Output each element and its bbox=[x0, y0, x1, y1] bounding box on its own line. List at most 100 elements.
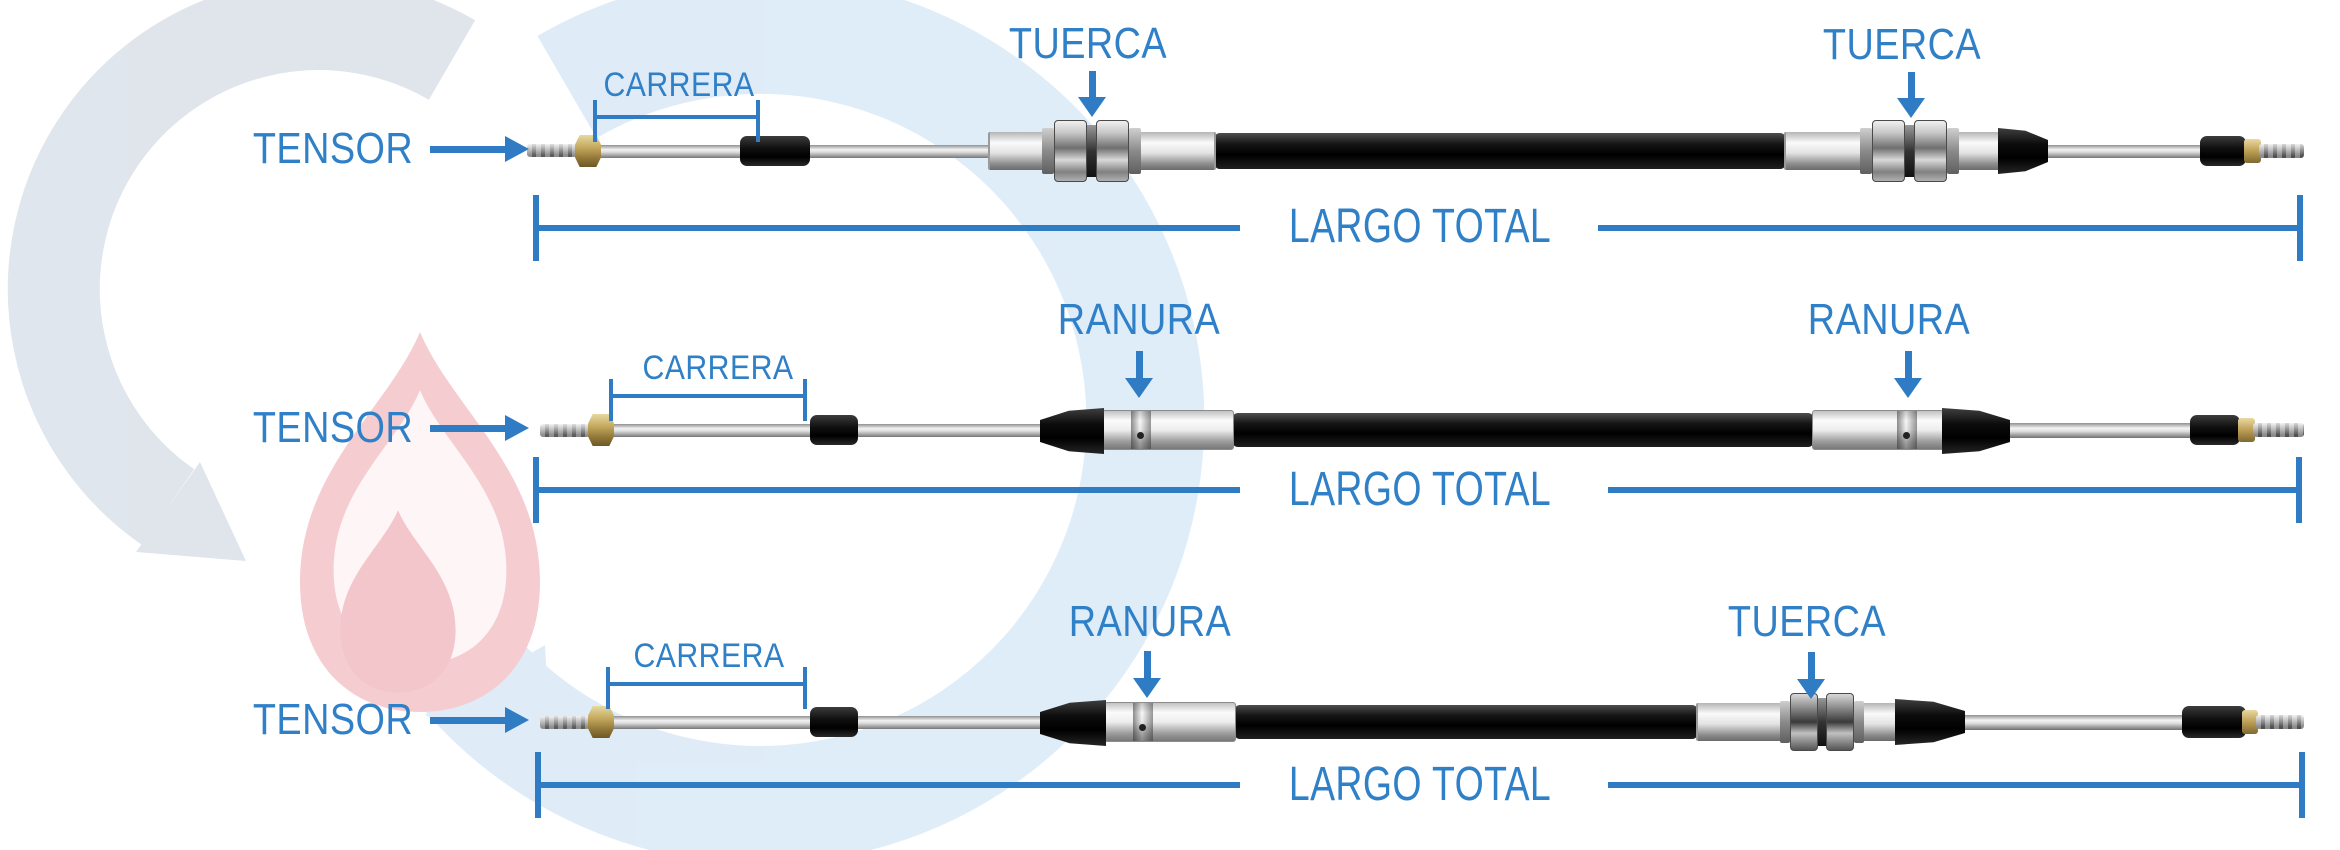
carrera-dimension-line bbox=[611, 394, 807, 398]
down-arrow-icon bbox=[1908, 72, 1915, 100]
watermark-droplet-core bbox=[340, 510, 456, 693]
down-arrow-icon bbox=[1078, 97, 1106, 117]
rubber-grommet bbox=[810, 707, 858, 737]
tuerca-nut-assembly bbox=[1042, 120, 1141, 182]
right-arrow-icon bbox=[505, 136, 529, 162]
tensor-label: TENSOR bbox=[252, 124, 414, 173]
tuerca-label: TUERCA bbox=[1822, 20, 1982, 69]
down-arrow-icon bbox=[1808, 652, 1815, 680]
largo-total-line bbox=[1608, 782, 2299, 788]
hex-nut bbox=[1826, 693, 1854, 751]
largo-total-tick bbox=[2297, 195, 2303, 261]
tuerca-nut-assembly bbox=[1780, 693, 1864, 751]
brass-washer bbox=[2238, 418, 2255, 442]
cable-black-sheath bbox=[1214, 133, 1786, 169]
metal-sleeve bbox=[1696, 703, 1782, 741]
tuerca-nut-assembly bbox=[1860, 120, 1959, 182]
largo-total-tick bbox=[2299, 752, 2305, 818]
rubber-grommet bbox=[810, 415, 858, 445]
carrera-tick bbox=[593, 100, 597, 142]
brass-washer bbox=[2242, 710, 2258, 734]
washer bbox=[1780, 701, 1790, 743]
ranura-grooved-fitting bbox=[1812, 410, 1944, 450]
ranura-grooved-fitting bbox=[1102, 410, 1234, 450]
cable-rod bbox=[1963, 715, 2184, 730]
cable-rod bbox=[599, 145, 742, 158]
cable-rod bbox=[2046, 145, 2202, 158]
carrera-tick bbox=[803, 379, 807, 421]
largo-total-line bbox=[536, 487, 1240, 493]
washer bbox=[1947, 128, 1959, 174]
hex-nut bbox=[1914, 120, 1947, 182]
threaded-tip bbox=[2259, 144, 2304, 158]
down-arrow-icon bbox=[1089, 71, 1096, 99]
tensor-thread-stub bbox=[527, 144, 577, 157]
carrera-label: CARRERA bbox=[603, 66, 755, 104]
washer bbox=[1854, 701, 1864, 743]
cable-rod bbox=[2008, 423, 2192, 438]
groove bbox=[1897, 411, 1917, 449]
largo-total-line bbox=[538, 782, 1240, 788]
cable-rod bbox=[612, 424, 812, 437]
cable-rod bbox=[808, 145, 990, 158]
tensor-arrow bbox=[430, 146, 508, 153]
metal-sleeve bbox=[1138, 132, 1216, 170]
watermark-blue-arc-tip bbox=[425, 645, 552, 772]
largo-total-label: LARGO TOTAL bbox=[1288, 463, 1552, 516]
groove bbox=[1131, 411, 1151, 449]
tensor-arrow bbox=[430, 425, 508, 432]
rubber-grommet bbox=[2182, 706, 2246, 738]
ranura-label: RANURA bbox=[1057, 295, 1221, 344]
cable-black-sheath bbox=[1232, 413, 1814, 447]
tensor-arrow bbox=[430, 717, 508, 724]
carrera-dimension-line bbox=[608, 682, 807, 686]
tensor-brass-nut bbox=[575, 135, 601, 167]
down-arrow-icon bbox=[1897, 98, 1925, 118]
groove bbox=[1133, 703, 1153, 741]
metal-sleeve bbox=[1784, 132, 1862, 170]
groove-hole bbox=[1139, 723, 1146, 731]
down-arrow-icon bbox=[1133, 678, 1161, 698]
watermark-blue-arc bbox=[419, 0, 1205, 850]
ranura-label: RANURA bbox=[1807, 295, 1971, 344]
washer bbox=[1860, 128, 1872, 174]
threaded-tip bbox=[2253, 423, 2304, 437]
hex-nut bbox=[1872, 120, 1905, 182]
hex-nut bbox=[1790, 693, 1818, 751]
largo-total-line bbox=[1598, 225, 2301, 231]
carrera-tick bbox=[606, 667, 610, 709]
groove-hole bbox=[1137, 431, 1144, 439]
largo-total-line bbox=[536, 225, 1240, 231]
ranura-grooved-fitting bbox=[1104, 702, 1236, 742]
tensor-label: TENSOR bbox=[252, 403, 414, 452]
down-arrow-icon bbox=[1144, 651, 1151, 679]
tensor-thread-stub bbox=[540, 424, 590, 437]
watermark-gray-arrowhead-icon bbox=[136, 462, 246, 561]
carrera-dimension-line bbox=[595, 115, 760, 119]
rubber-grommet bbox=[740, 136, 810, 166]
right-arrow-icon bbox=[505, 707, 529, 733]
groove-hole bbox=[1903, 431, 1910, 439]
tuerca-label: TUERCA bbox=[1008, 19, 1168, 68]
tuerca-label: TUERCA bbox=[1727, 597, 1887, 646]
tensor-label: TENSOR bbox=[252, 695, 414, 744]
right-arrow-icon bbox=[505, 415, 529, 441]
carrera-label: CARRERA bbox=[633, 637, 785, 675]
down-arrow-icon bbox=[1125, 378, 1153, 398]
tensor-brass-nut bbox=[588, 706, 614, 738]
washer bbox=[1905, 125, 1914, 177]
watermark-gray-arrow-arc bbox=[7, 0, 476, 545]
carrera-tick bbox=[756, 100, 760, 142]
cable-rod bbox=[856, 716, 1042, 729]
washer bbox=[1042, 128, 1054, 174]
hex-nut bbox=[1096, 120, 1129, 182]
largo-total-label: LARGO TOTAL bbox=[1288, 200, 1552, 253]
cable-black-sheath bbox=[1234, 705, 1698, 739]
down-arrow-icon bbox=[1905, 351, 1912, 379]
cable-rod bbox=[612, 716, 812, 729]
threaded-tip bbox=[2256, 715, 2304, 729]
metal-sleeve bbox=[1862, 703, 1897, 741]
rubber-grommet bbox=[2190, 415, 2240, 445]
largo-total-tick bbox=[2296, 457, 2302, 523]
